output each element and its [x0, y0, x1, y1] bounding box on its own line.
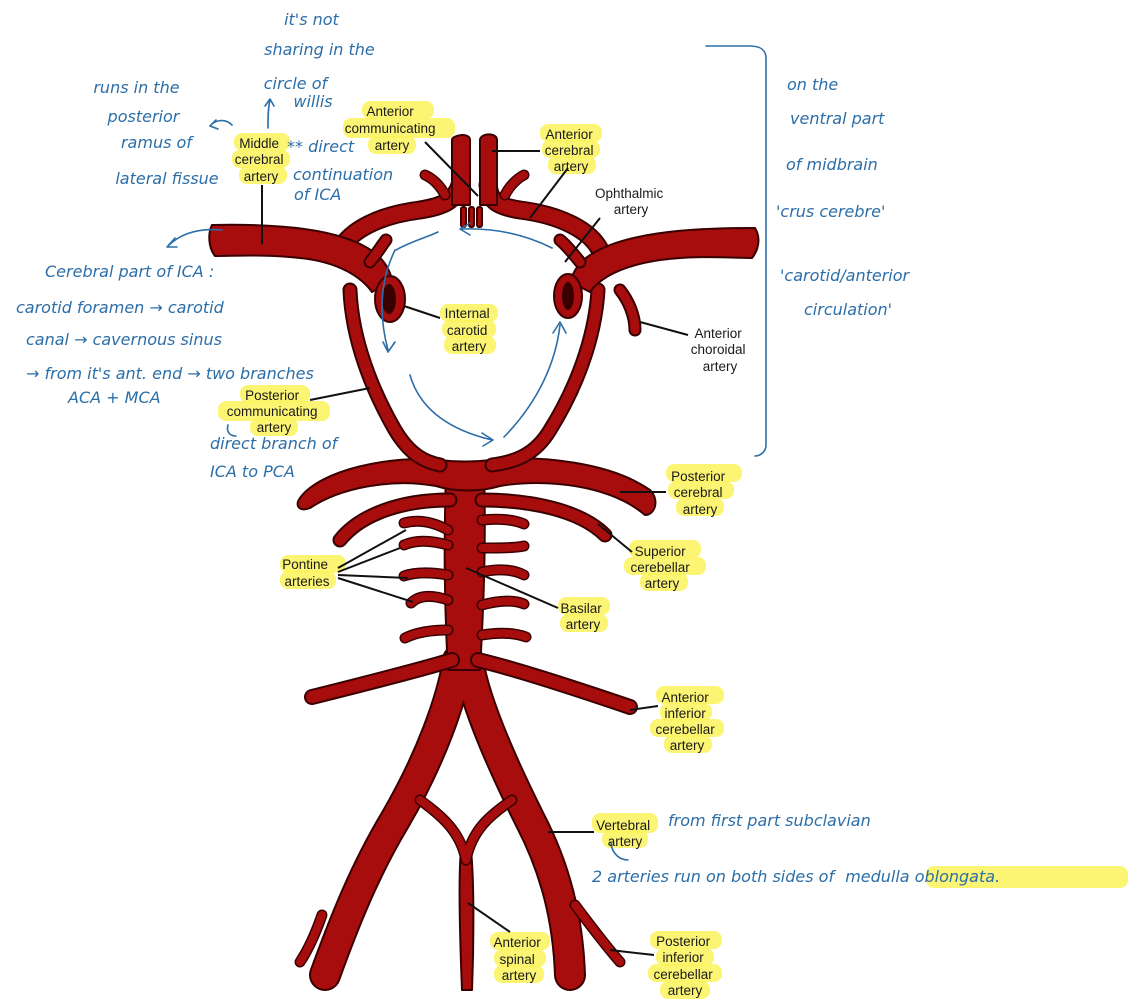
note-direct-branch: direct branch of ICA to PCA: [210, 434, 342, 481]
note-vertebral-from: from first part subclavian: [668, 811, 871, 830]
anterior-communicating-artery: [461, 207, 482, 227]
anterior-spinal-artery: [459, 850, 473, 990]
label-basilar: Basilar artery: [560, 601, 605, 632]
label-internal-carotid: Internal carotid artery: [445, 306, 494, 354]
aica-left: [312, 660, 452, 697]
label-anterior-choroidal: Anterior choroidal artery: [691, 326, 750, 374]
label-ophthalmic: Ophthalmic artery: [595, 186, 667, 217]
note-posterior-ramus: runs in the posterior ramus of lateral f…: [93, 78, 218, 188]
aica-right: [478, 660, 630, 707]
anterior-cerebral-trunks: [452, 134, 497, 205]
vertebral-arteries: [325, 660, 570, 975]
note-not-sharing: it's not sharing in the circle of willis: [264, 10, 380, 111]
note-ventral: on the ventral part of midbrain 'crus ce…: [776, 75, 914, 319]
anterior-choroidal-artery: [620, 290, 635, 330]
note-vertebral-sides: 2 arteries run on both sides of medulla …: [592, 867, 1000, 886]
